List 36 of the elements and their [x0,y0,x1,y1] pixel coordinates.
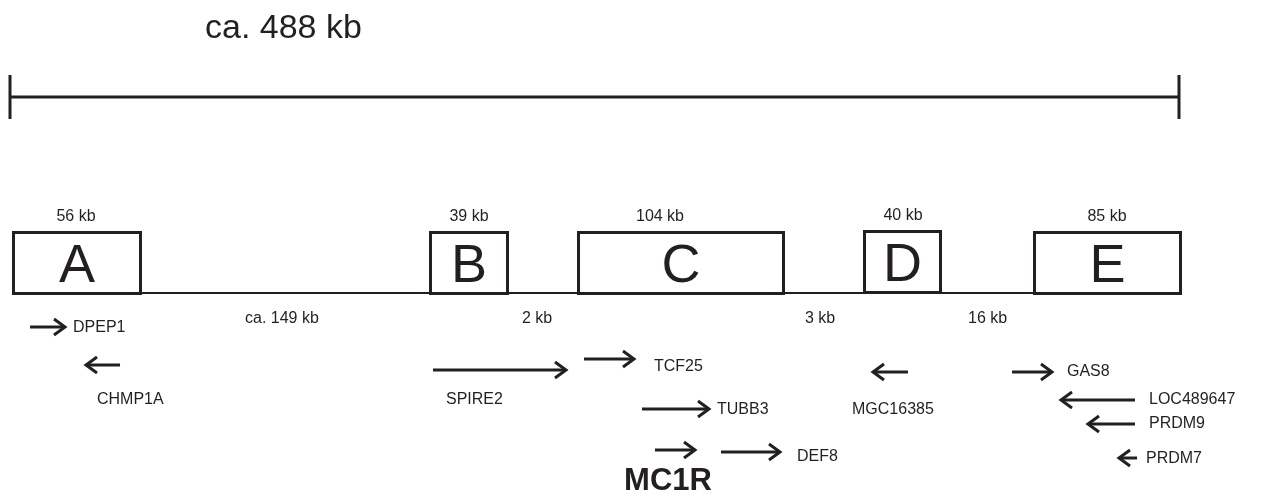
gene-label: CHMP1A [97,389,164,409]
size-label: 104 kb [636,207,684,225]
gene-label: SPIRE2 [446,389,503,409]
chromosome-line [941,292,1034,294]
scale-label: ca. 488 kb [205,7,362,47]
chromosome-line [508,292,578,294]
region-letter: D [882,235,923,289]
gene-name: MC1R [624,462,712,498]
region-letter: B [450,236,488,290]
chromosome-line [141,292,430,294]
gene-label: TUBB3 [717,399,769,419]
region-box [863,230,942,294]
size-label: 85 kb [1087,207,1127,225]
region-box [1033,231,1182,295]
size-label: 39 kb [449,207,489,225]
distance-label: 2 kb [522,308,553,328]
distance-label: 16 kb [968,308,1008,328]
size-label: 56 kb [56,207,96,225]
gene-label: MGC16385 [852,399,934,419]
region-letter: C [660,236,702,290]
gene-label: LOC489647 [1149,389,1236,409]
distance-label: ca. 149 kb [245,308,319,328]
region-box [12,231,142,295]
gene-label: DEF8 [797,446,838,466]
region-letter: A [58,236,96,290]
size-label: 40 kb [883,206,923,224]
region-box [429,231,509,295]
region-box [577,231,785,295]
gene-label: GAS8 [1067,361,1110,381]
gene-label: PRDM7 [1146,448,1202,468]
region-letter: E [1088,236,1127,290]
gene-label: TCF25 [654,356,703,376]
distance-label: 3 kb [805,308,836,328]
gene-label: DPEP1 [73,317,126,337]
chromosome-line [784,292,864,294]
gene-label: PRDM9 [1149,413,1205,433]
